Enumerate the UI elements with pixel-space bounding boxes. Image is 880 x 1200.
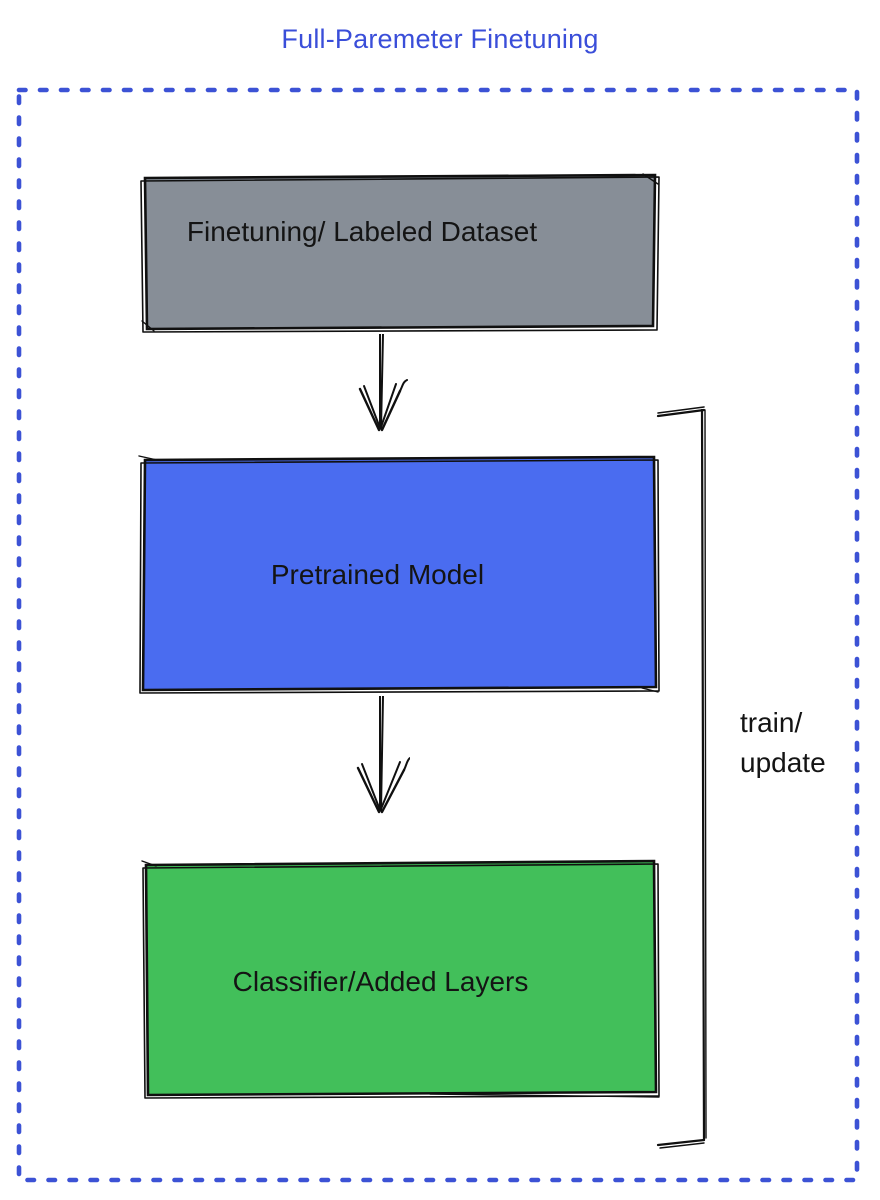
arrow-down-icon bbox=[358, 334, 408, 432]
sketch-rectangle bbox=[138, 455, 660, 694]
sketch-rectangle bbox=[141, 859, 660, 1099]
dashed-border-rect bbox=[16, 87, 860, 1183]
classifier-added-layers-label: Classifier/Added Layers bbox=[232, 965, 529, 997]
dashed-border-frame bbox=[16, 87, 860, 1183]
pretrained-model-box: Pretrained Model bbox=[137, 452, 662, 694]
train-update-label: train/ update bbox=[740, 703, 826, 783]
train-update-label-line2: update bbox=[740, 747, 826, 778]
sketch-rectangle bbox=[140, 173, 660, 333]
pretrained-model-label: Pretrained Model bbox=[270, 559, 485, 590]
train-update-label-line1: train/ bbox=[740, 707, 803, 738]
finetuning-dataset-box: Finetuning/ Labeled Dataset bbox=[138, 171, 662, 333]
arrow-down-icon bbox=[356, 696, 410, 814]
diagram-title: Full-Paremeter Finetuning bbox=[281, 24, 599, 54]
train-update-bracket bbox=[656, 406, 707, 1149]
classifier-added-layers-box: Classifier/Added Layers bbox=[140, 856, 661, 1099]
finetuning-dataset-label: Finetuning/ Labeled Dataset bbox=[186, 216, 538, 247]
